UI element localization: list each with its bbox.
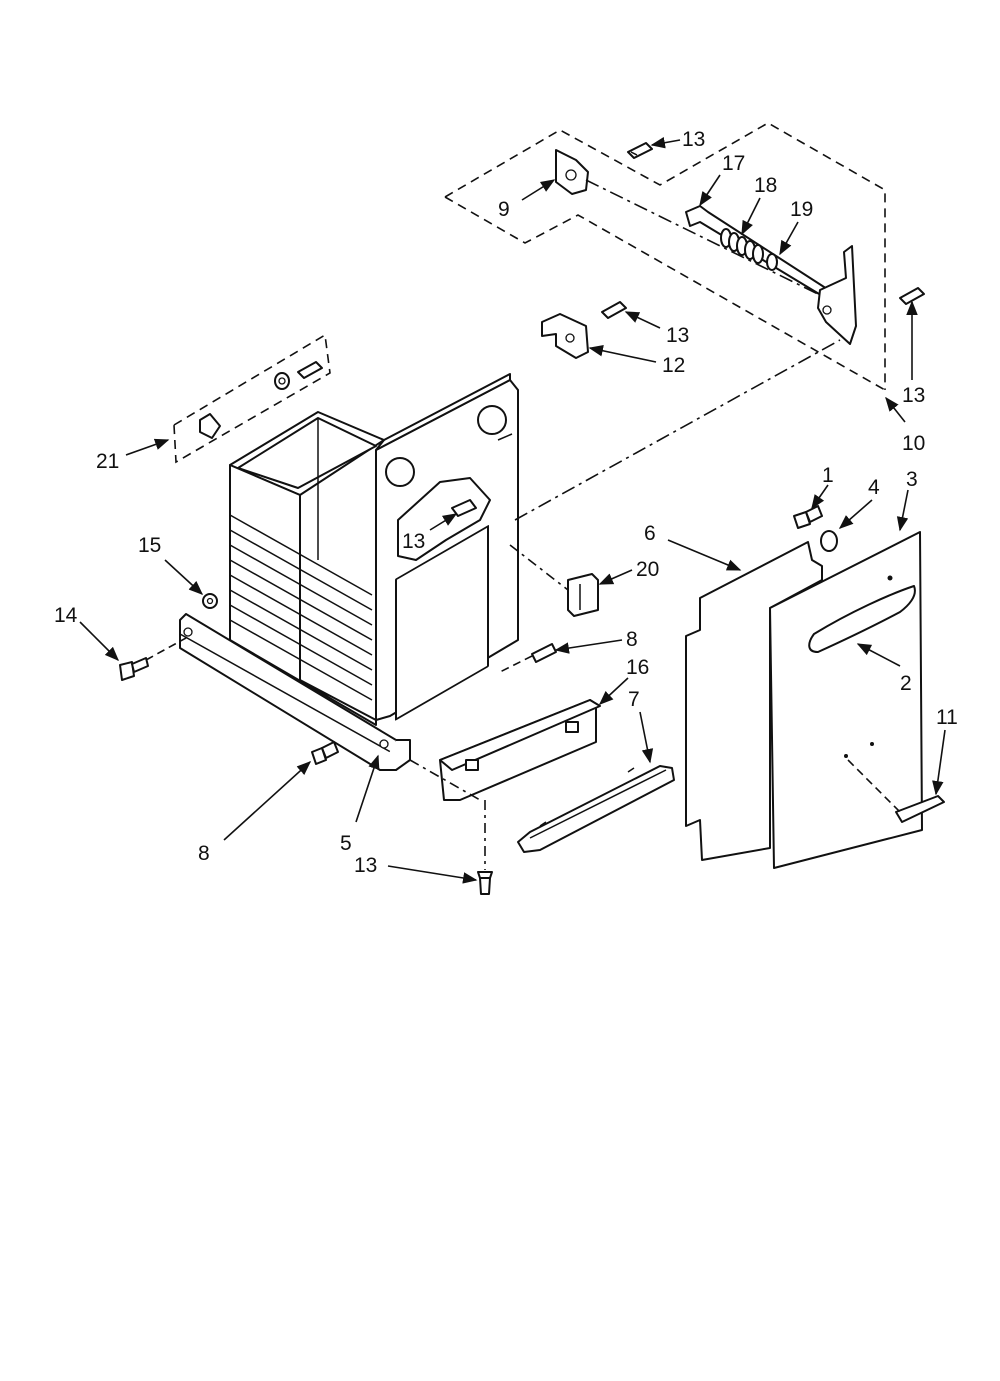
callout-16: 16 [626,656,649,679]
callout-labels: 13 17 18 19 9 13 12 13 10 21 1 4 3 6 13 … [54,128,958,877]
toe-plate-16 [409,699,601,870]
callout-4: 4 [868,476,880,499]
callout-15: 15 [138,534,161,557]
callout-20: 20 [636,558,659,581]
badge-11-icon [847,759,945,823]
callout-17: 17 [722,152,745,175]
callout-14: 14 [54,604,78,627]
door-panel-3 [769,531,923,869]
callout-2: 2 [900,672,912,695]
handle-7 [517,765,675,853]
callout-7: 7 [628,688,640,711]
spring-18-icon [720,228,764,264]
screw-13-bracket-icon [601,301,627,319]
screw-14-icon [119,637,187,681]
callout-6: 6 [644,522,656,545]
callout-5: 5 [340,832,352,855]
callout-11: 11 [936,706,958,729]
callout-13: 13 [402,530,425,553]
callout-9: 9 [498,198,510,221]
washer-19-icon [766,253,778,271]
hinge-bracket-9 [555,149,831,301]
alignment-line [514,339,841,521]
leader-arrows [79,137,946,884]
screw-1-icon [793,505,823,529]
callout-8: 8 [626,628,638,651]
screw-8-upper-icon [499,643,557,673]
cabinet-slats [229,514,373,701]
cabinet-body [229,373,519,726]
spacer-4-icon [820,530,838,552]
hinge-plate [817,245,857,345]
callout-3: 3 [906,468,918,491]
base-rail-5 [179,613,411,771]
door-handle-recess-2 [808,585,916,653]
callout-13: 13 [354,854,377,877]
screw-13-top-icon [627,142,653,159]
callout-10: 10 [902,432,925,455]
inner-panel-6 [685,541,823,861]
callout-19: 19 [790,198,813,221]
upper-bracket-12 [541,313,589,359]
hinge-assembly-boundary [444,122,886,391]
callout-21: 21 [96,450,119,473]
callout-8: 8 [198,842,210,865]
callout-12: 12 [662,354,685,377]
callout-1: 1 [822,464,834,487]
screw-13-bottom-icon [477,871,493,895]
screw-8-lower-icon [311,741,339,765]
callout-13: 13 [902,384,925,407]
screw-13-right-icon [899,287,925,305]
bumper-assembly-21 [173,333,331,464]
clip-20 [509,544,599,617]
callout-13: 13 [666,324,689,347]
callout-18: 18 [754,174,777,197]
callout-13: 13 [682,128,705,151]
grommet-15-icon [202,593,218,609]
